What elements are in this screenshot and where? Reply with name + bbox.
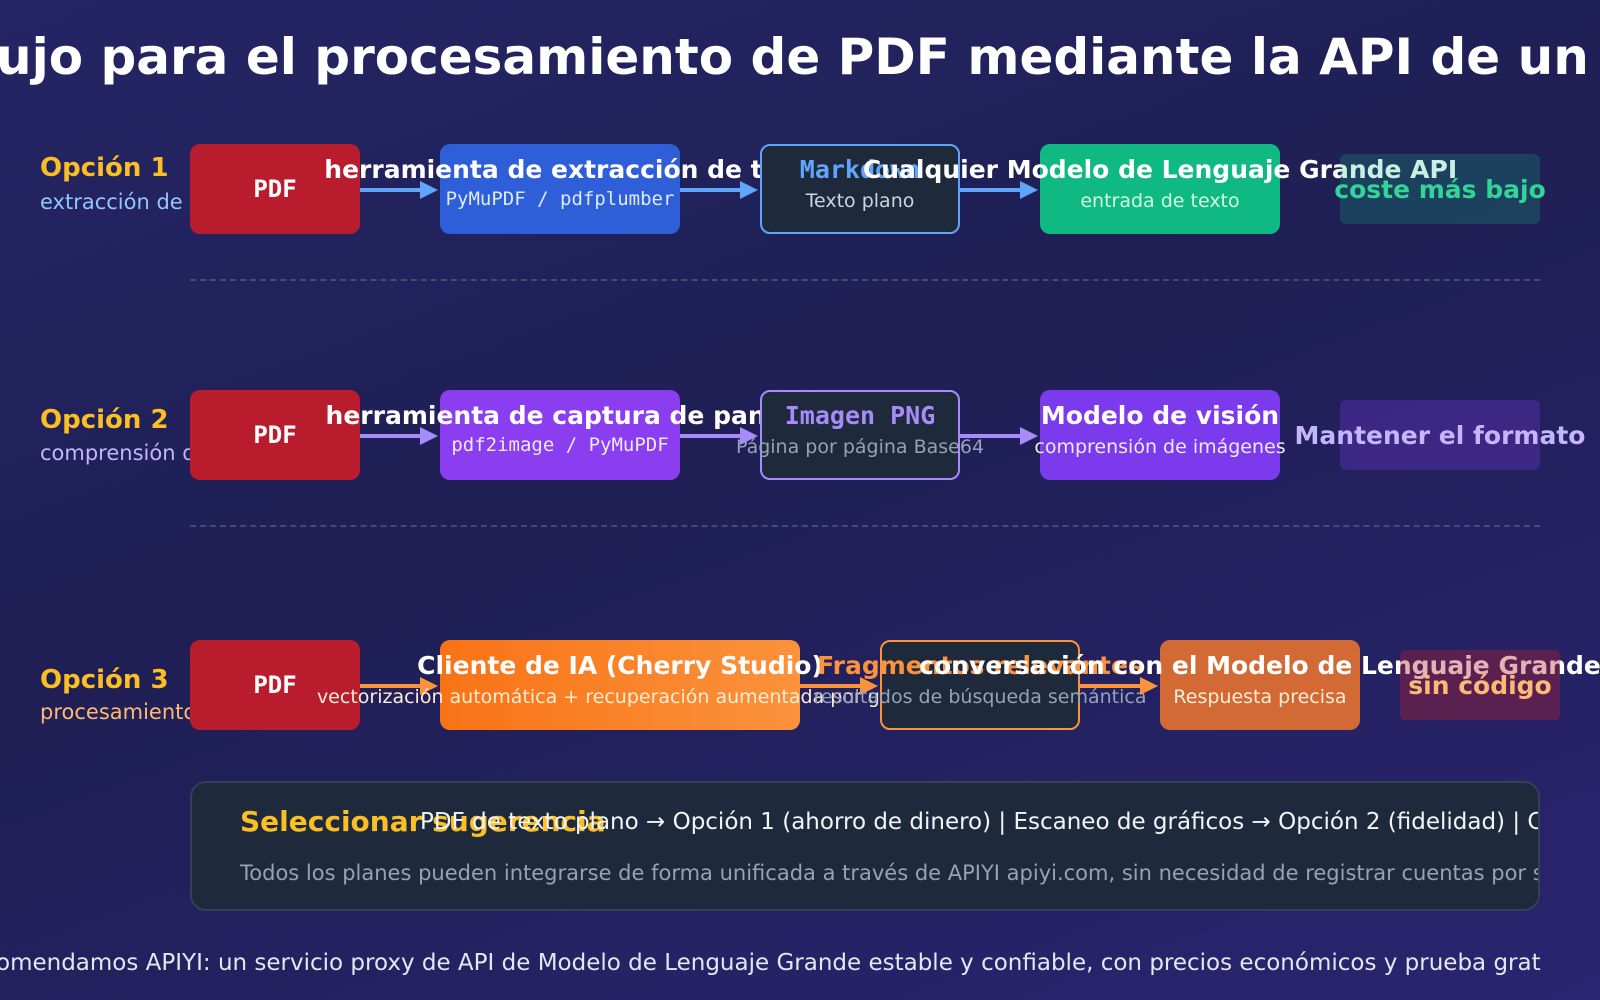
arrow-icon — [680, 178, 758, 202]
option-3-intermediate-node: Fragmentos relevantes resultados de búsq… — [814, 640, 1146, 730]
arrow-icon — [360, 674, 438, 698]
tool-label: herramienta de extracción de tex — [324, 154, 796, 184]
suggestion-heading: Seleccionar sugerencia — [240, 805, 606, 838]
tool-sub: PyMuPDF / pdfplumber — [445, 187, 675, 210]
model-label: Modelo de visión — [1040, 400, 1280, 430]
pdf-label: PDF — [253, 671, 297, 699]
intermediate-sub: resultados de búsqueda semántica — [813, 685, 1147, 708]
option-1-pdf-node: PDF — [190, 144, 360, 234]
model-sub: entrada de texto — [1080, 189, 1240, 212]
arrow-icon — [360, 178, 438, 202]
tool-label: herramienta de captura de panta — [325, 400, 795, 430]
model-label: Cualquier Modelo de Lenguaje Grande API — [862, 154, 1458, 184]
intermediate-label: Fragmentos relevantes — [817, 650, 1143, 680]
option-2-intermediate-node: Imagen PNG Página por página Base64 — [736, 390, 984, 480]
option-2-model-node: Modelo de visión comprensión de imágenes — [1034, 390, 1286, 480]
option-1-model-node: Cualquier Modelo de Lenguaje Grande API … — [863, 144, 1457, 234]
option-2-tag: Mantener el formato — [1295, 400, 1585, 470]
pdf-label: PDF — [253, 421, 297, 449]
option-2-name: Opción 2 — [40, 405, 169, 435]
divider — [190, 279, 1540, 281]
arrow-icon — [800, 674, 878, 698]
arrow-icon — [1080, 674, 1158, 698]
arrow-icon — [360, 424, 438, 448]
intermediate-sub: Página por página Base64 — [735, 435, 985, 458]
option-1-name: Opción 1 — [40, 153, 169, 183]
intermediate-label: Imagen PNG — [784, 400, 936, 430]
arrow-icon — [680, 424, 758, 448]
option-3-tool-node: Cliente de IA (Cherry Studio) vectorizac… — [317, 640, 923, 730]
suggestion-line-2: Todos los planes pueden integrarse de fo… — [240, 861, 1540, 885]
option-1-tag: coste más bajo — [1334, 154, 1546, 224]
divider — [190, 525, 1540, 527]
suggestion-panel: Seleccionar sugerencia PDF de texto plan… — [190, 781, 1540, 911]
option-3-model-node: conversación con el Modelo de Lenguaje G… — [919, 640, 1600, 730]
model-label: conversación con el Modelo de Lenguaje G… — [919, 650, 1600, 680]
page-title: ujo para el procesamiento de PDF mediant… — [0, 28, 1600, 86]
option-1-intermediate-node: Markdown Texto plano — [760, 144, 960, 234]
suggestion-line-1: PDF de texto plano → Opción 1 (ahorro de… — [420, 809, 1540, 835]
option-2-pdf-node: PDF — [190, 390, 360, 480]
option-3-tag: sin código — [1400, 650, 1560, 720]
option-3-pdf-node: PDF — [190, 640, 360, 730]
option-1-tool-node: herramienta de extracción de tex PyMuPDF… — [324, 144, 796, 234]
tool-sub: pdf2image / PyMuPDF — [451, 433, 669, 456]
tool-label: Cliente de IA (Cherry Studio) — [417, 650, 823, 680]
model-sub: Respuesta precisa — [1173, 685, 1347, 708]
pdf-label: PDF — [253, 175, 297, 203]
model-sub: comprensión de imágenes — [1034, 435, 1286, 458]
option-3-name: Opción 3 — [40, 665, 169, 695]
option-2-tool-node: herramienta de captura de panta pdf2imag… — [326, 390, 794, 480]
intermediate-label: Markdown — [799, 154, 921, 184]
footer-text: omendamos APIYI: un servicio proxy de AP… — [0, 950, 1541, 976]
intermediate-sub: Texto plano — [805, 189, 915, 212]
arrow-icon — [960, 424, 1038, 448]
arrow-icon — [960, 178, 1038, 202]
tool-sub: vectorización automática + recuperación … — [316, 685, 924, 708]
